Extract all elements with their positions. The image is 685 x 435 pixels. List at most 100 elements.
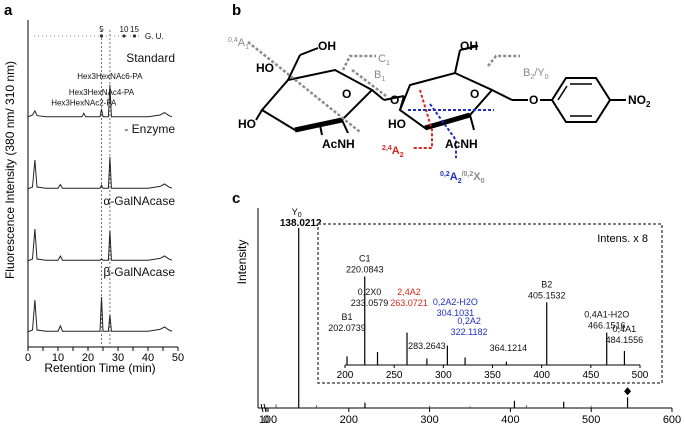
chromatogram-y-label: Fluorescence Intensity (380 nm/ 310 nm) xyxy=(3,61,17,279)
ring-oxygen-label: O xyxy=(342,87,351,101)
chromatogram-labels: StandardHex3HexNAc6-PAHex3HexNAc4-PAHex3… xyxy=(51,51,175,279)
chromatogram-trace xyxy=(27,84,173,118)
acetamido-label: AcNH xyxy=(322,137,355,151)
x-tick-label: 40 xyxy=(142,352,154,364)
x-tick-label: 200 xyxy=(340,414,358,426)
hydroxyl-label: HO xyxy=(238,117,256,131)
panel-letter-a: a xyxy=(4,2,13,19)
inset-border xyxy=(317,223,663,384)
inset-peak-mz-label: 283.2643 xyxy=(408,341,446,351)
chromatogram-trace xyxy=(27,228,173,262)
trace-label: β-GalNAcase xyxy=(103,265,175,279)
inset-peak-mz-label: 220.0843 xyxy=(346,264,384,274)
inset-tick-label: 450 xyxy=(582,370,599,381)
x-tick-label: 30 xyxy=(112,352,124,364)
x-tick-label: 300 xyxy=(420,414,438,426)
ring-oxygen-label: O xyxy=(470,87,479,101)
x-tick-label: 50 xyxy=(172,352,184,364)
cleavage-lines-red xyxy=(412,89,433,149)
inset-scale-label: Intens. x 8 xyxy=(597,233,648,245)
inset-peak-mz-label: 322.1182 xyxy=(451,327,488,337)
fragment-letter: Y xyxy=(292,207,298,217)
cleavage-lines-blue xyxy=(408,103,494,158)
inset-peak-mz-label: 405.1532 xyxy=(528,290,566,300)
x-tick-label: 600 xyxy=(663,414,681,426)
hydroxyl-label: OH xyxy=(460,39,478,53)
x-tick-label: 0 xyxy=(25,352,31,364)
glycosidic-oxygen-label: O xyxy=(390,93,399,107)
ms-peak-label: 138.0212 xyxy=(280,218,322,229)
chromatogram-traces xyxy=(27,84,173,333)
hydroxyl-label: HO xyxy=(388,117,406,131)
inset-peak-mz-label: 466.1516 xyxy=(588,321,626,331)
inset-peak-fragment-label: 0,4A1 xyxy=(613,324,637,334)
chromatogram-panel: Fluorescence Intensity (380 nm/ 310 nm) … xyxy=(3,20,184,375)
inset-peak-fragment-label: 0,4A1-H2O xyxy=(584,310,629,320)
hydroxyl-label: OH xyxy=(318,39,336,53)
fragment-label-0-4-a1: 0,4A1 xyxy=(228,37,249,51)
inset-tick-label: 500 xyxy=(632,370,649,381)
precursor-diamond-marker xyxy=(624,387,632,396)
hydroxyl-label: HO xyxy=(256,61,274,75)
inset-peak-fragment-label: 2,4A2 xyxy=(397,287,421,297)
x-tick-label: 10 xyxy=(52,352,64,364)
inset-peak-mz-label: 364.1214 xyxy=(490,343,528,353)
inset-tick-label: 400 xyxy=(533,370,550,381)
chromatogram-trace xyxy=(27,296,173,333)
gu-tick-dot xyxy=(122,34,126,38)
inset-peak-fragment-label: C1 xyxy=(359,253,371,263)
inset-tick-label: 300 xyxy=(435,370,452,381)
chromatogram-axes: 0 10 20 30 40 50 xyxy=(25,20,184,364)
inset-peak-fragment-label: B1 xyxy=(342,312,353,322)
panel-letter-b: b xyxy=(232,2,241,19)
x-tick-label: 500 xyxy=(582,414,600,426)
trace-label: Standard xyxy=(126,51,175,65)
fragment-label-c1: C1 xyxy=(378,53,390,67)
x-tick-label: 400 xyxy=(501,414,519,426)
gu-tick-label: 10 xyxy=(120,25,129,34)
chromatogram-x-label: Retention Time (min) xyxy=(44,361,155,375)
glycan-structure-labels: HO OH HO O O O O HO OH AcNH AcNH NO2 0,4… xyxy=(228,37,651,185)
inset-peak-fragment-label: B2 xyxy=(541,279,552,289)
inset-peak-mz-label: 202.0739 xyxy=(328,323,366,333)
ring-right-bold-edge xyxy=(424,112,471,131)
trace-label: - Enzyme xyxy=(124,122,175,136)
spectrum-inset: Intens. x 8 200 250 300 350 400 450 500 202.0739… xyxy=(317,223,663,384)
spectrum-y-label: Intensity xyxy=(235,240,249,285)
gu-scale-label: G. U. xyxy=(145,32,164,41)
x-tick-label: 20 xyxy=(82,352,94,364)
inset-tick-label: 250 xyxy=(386,370,403,381)
inset-tick-label: 200 xyxy=(337,370,354,381)
fragment-label-b2-y0: B2/Y0 xyxy=(523,67,549,81)
nitro-label: NO2 xyxy=(628,93,651,109)
inset-peak-mz-label: 263.0721 xyxy=(390,298,428,308)
inset-peak-fragment-label: 0,2A2-H2O xyxy=(433,297,478,307)
acetamido-label: AcNH xyxy=(445,137,478,151)
trace-label: α-GalNAcase xyxy=(103,194,175,208)
ring-left xyxy=(260,68,374,132)
peak-annotation: Hex3HexNAc6-PA xyxy=(77,72,143,81)
gu-tick-label: 15 xyxy=(130,25,139,34)
fragment-subscript: 0 xyxy=(298,212,302,219)
inset-peak-fragment-label: 0,2A2 xyxy=(457,316,481,326)
phenyl-oxygen-label: O xyxy=(529,93,538,107)
ring-left-bold-edge xyxy=(294,117,343,133)
gu-tick-dot xyxy=(99,34,104,38)
gu-tick-dot xyxy=(132,34,137,38)
glycan-structure xyxy=(247,41,626,158)
gu-tick-label: 5 xyxy=(99,25,104,34)
inset-peak-fragment-label: 0,2X0 xyxy=(358,287,382,297)
fragment-label-2-4-a2: 2,4A2 xyxy=(382,145,404,159)
ms-peak-fragment: Y0 xyxy=(292,207,302,219)
inset-peak-mz-label: 304.1031 xyxy=(437,308,475,318)
cleavage-lines-gray xyxy=(247,41,520,133)
inset-peak-mz-label: 233.0579 xyxy=(351,298,389,308)
peak-annotation: Hex3HexNAc4-PA xyxy=(69,88,135,97)
inset-tick-label: 350 xyxy=(484,370,501,381)
fragment-label-b1: B1 xyxy=(374,69,385,83)
